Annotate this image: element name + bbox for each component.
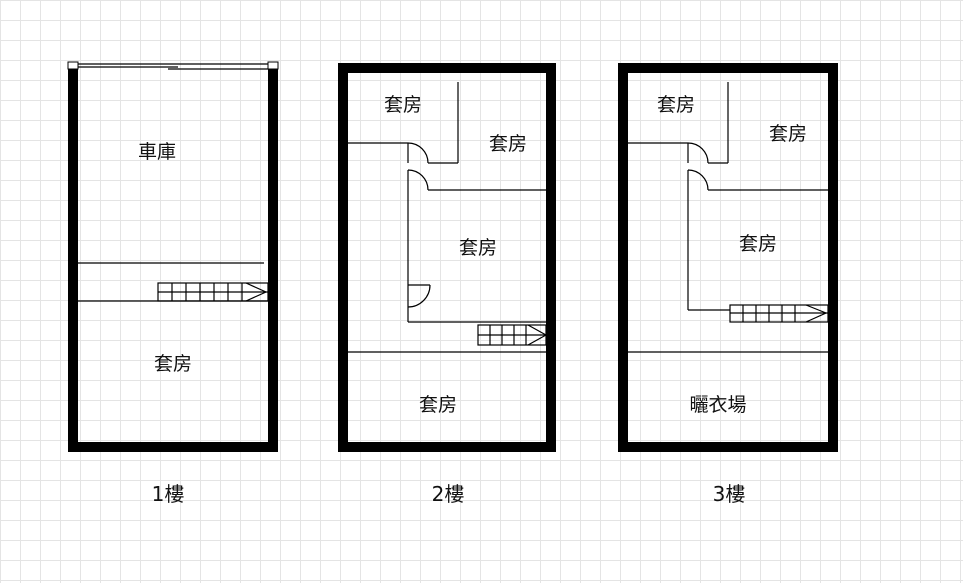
floor-label: 1樓 — [152, 482, 185, 506]
floor-2-staircase — [477, 324, 548, 346]
floor-2-wall — [338, 63, 556, 452]
garage-door — [67, 61, 279, 70]
floor-label: 2樓 — [432, 482, 465, 506]
room-label: 套房 — [657, 94, 695, 116]
floor-1-wall — [68, 65, 278, 452]
floor-2-plan: 套房 套房 套房 套房 — [338, 63, 556, 452]
room-label: 套房 — [154, 353, 192, 375]
room-label: 套房 — [459, 237, 497, 259]
room-label: 套房 — [769, 123, 807, 145]
door — [687, 142, 709, 164]
door — [687, 169, 709, 191]
room-label: 車庫 — [138, 141, 176, 163]
floor-1-plan: 車庫 套房 — [67, 61, 279, 452]
door — [407, 284, 431, 308]
floor-label: 3樓 — [713, 482, 746, 506]
floor-3-plan: 套房 套房 套房 曬衣場 — [618, 63, 838, 452]
room-label: 套房 — [419, 394, 457, 416]
room-label: 曬衣場 — [689, 394, 746, 416]
room-label: 套房 — [489, 133, 527, 155]
floor-3-wall — [618, 63, 838, 452]
floor-3-staircase — [729, 304, 829, 323]
door — [407, 142, 429, 164]
floor-1-staircase — [157, 282, 269, 302]
room-label: 套房 — [384, 94, 422, 116]
door — [407, 169, 429, 191]
room-label: 套房 — [739, 233, 777, 255]
